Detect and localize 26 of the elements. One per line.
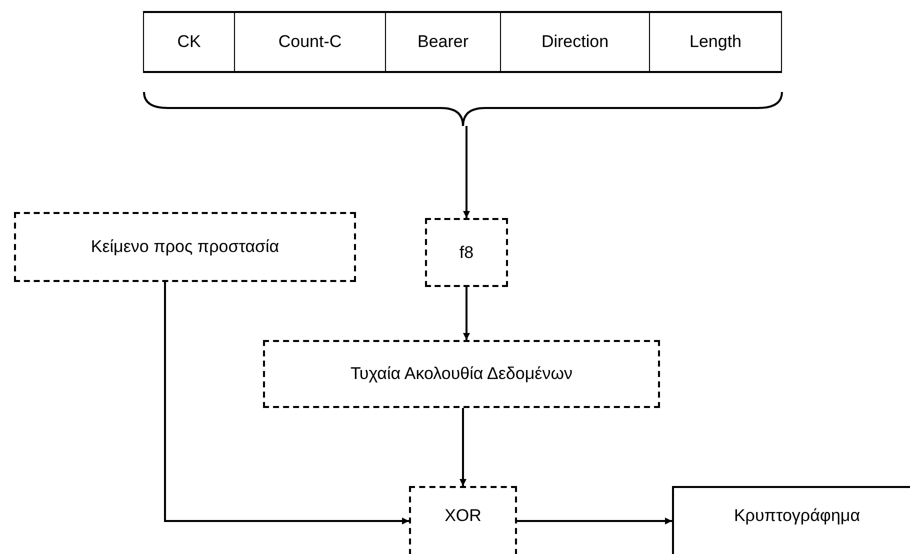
table-cell xyxy=(500,11,650,73)
box-label: CK xyxy=(177,32,201,52)
arrow xyxy=(463,287,470,340)
arrow xyxy=(463,126,470,218)
box-label: Κρυπτογράφημα xyxy=(734,506,860,526)
box-label: Direction xyxy=(541,32,609,52)
box-label: f8 xyxy=(459,242,474,262)
arrow xyxy=(517,518,672,524)
box-label: Bearer xyxy=(417,32,469,52)
dashed-process-box xyxy=(425,218,508,287)
dashed-process-box xyxy=(14,212,356,282)
arrow xyxy=(460,408,466,486)
box-label: Κείμενο προς προστασία xyxy=(90,237,280,257)
table-cell xyxy=(385,11,501,73)
dashed-process-box xyxy=(263,340,660,408)
box-label: Τυχαία Ακολουθία Δεδομένων xyxy=(350,364,572,384)
table-cell xyxy=(234,11,386,73)
table-cell xyxy=(143,11,235,73)
dashed-process-box xyxy=(409,486,517,554)
table-cell xyxy=(649,11,782,73)
box-label: Count-C xyxy=(278,32,342,52)
curly-brace xyxy=(143,91,783,126)
arrow xyxy=(164,282,409,524)
box-label: Length xyxy=(690,32,742,52)
process-box xyxy=(672,486,910,554)
box-label: XOR xyxy=(444,506,482,526)
